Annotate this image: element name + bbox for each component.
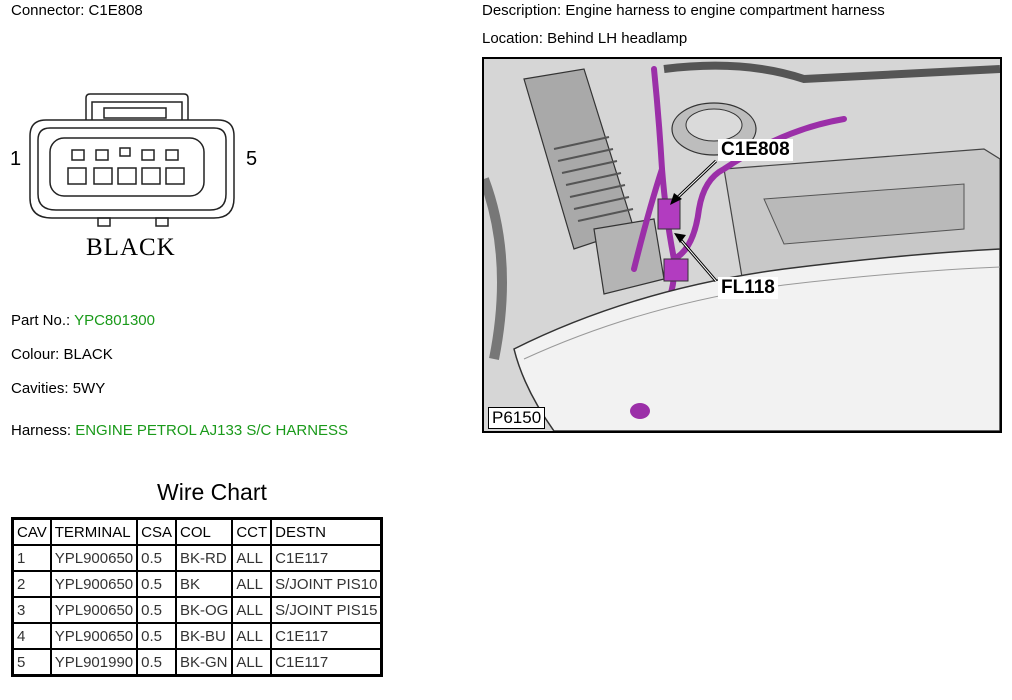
cell-cav: 2 [11,570,52,598]
cavities-label: Cavities: [11,380,69,397]
description-line: Description: Engine harness to engine co… [482,2,885,19]
cell-terminal: YPL901990 [49,648,139,677]
table-row: 5 YPL901990 0.5 BK-GN ALL C1E117 [11,648,383,677]
description-value: Engine harness to engine compartment har… [565,2,885,19]
callout-connector: C1E808 [718,139,793,161]
cell-col: BK-BU [174,622,234,650]
cell-destn: S/JOINT PIS10 [270,570,383,598]
pin-number-end: 5 [246,148,258,170]
table-row: 4 YPL900650 0.5 BK-BU ALL C1E117 [11,622,383,650]
connector-heading: Connector: C1E808 [11,2,143,19]
colour-value: BLACK [63,346,113,363]
cell-csa: 0.5 [136,622,177,650]
cell-csa: 0.5 [136,596,177,624]
header-csa: CSA [136,517,177,546]
cell-cav: 3 [11,596,52,624]
pin-number-start: 1 [10,148,22,170]
figure-code: P6150 [488,407,546,429]
cell-cav: 1 [11,544,52,572]
cavities-value: 5WY [72,380,106,397]
part-number-label: Part No.: [11,312,71,329]
colour-label: Colour: [11,346,60,363]
cell-destn: C1E117 [270,648,383,677]
table-row: 1 YPL900650 0.5 BK-RD ALL C1E117 [11,544,383,572]
part-number-line: Part No.: YPC801300 [11,312,155,329]
cavities-line: Cavities: 5WY [11,380,105,397]
table-row: 2 YPL900650 0.5 BK ALL S/JOINT PIS10 [11,570,383,598]
wire-chart-table: CAV TERMINAL CSA COL CCT DESTN 1 YPL9006… [11,517,384,677]
harness-link[interactable]: ENGINE PETROL AJ133 S/C HARNESS [75,422,349,439]
cell-cct: ALL [231,622,273,650]
header-cct: CCT [231,517,273,546]
location-line: Location: Behind LH headlamp [482,30,687,47]
cell-destn: C1E117 [270,544,383,572]
connector-label: Connector: [11,2,85,19]
cell-col: BK [174,570,234,598]
harness-label: Harness: [11,422,72,439]
cell-cct: ALL [231,596,273,624]
location-label: Location: [482,30,543,47]
callout-fuse-link: FL118 [718,277,778,299]
cell-csa: 0.5 [136,570,177,598]
cell-destn: S/JOINT PIS15 [270,596,383,624]
header-cav: CAV [11,517,52,546]
engine-bay-illustration [484,59,1000,431]
cell-terminal: YPL900650 [49,570,139,598]
connector-color-label: BLACK [86,234,176,261]
cell-destn: C1E117 [270,622,383,650]
colour-line: Colour: BLACK [11,346,113,363]
table-row: 3 YPL900650 0.5 BK-OG ALL S/JOINT PIS15 [11,596,383,624]
header-terminal: TERMINAL [49,517,139,546]
cell-cct: ALL [231,570,273,598]
cell-csa: 0.5 [136,648,177,677]
description-label: Description: [482,2,562,19]
wire-chart-title: Wire Chart [157,479,267,505]
cell-cav: 4 [11,622,52,650]
part-number-link[interactable]: YPC801300 [74,312,155,329]
cell-col: BK-RD [174,544,234,572]
connector-code: C1E808 [88,2,143,19]
cell-terminal: YPL900650 [49,622,139,650]
harness-line: Harness: ENGINE PETROL AJ133 S/C HARNESS [11,422,348,439]
cell-csa: 0.5 [136,544,177,572]
cell-cav: 5 [11,648,52,677]
cell-terminal: YPL900650 [49,544,139,572]
header-destn: DESTN [270,517,383,546]
location-value: Behind LH headlamp [547,30,688,47]
cell-terminal: YPL900650 [49,596,139,624]
cell-cct: ALL [231,544,273,572]
location-photo: C1E808 FL118 P6150 [482,57,1002,433]
header-col: COL [174,517,234,546]
cell-cct: ALL [231,648,273,677]
connector-face-diagram [29,93,235,227]
cell-col: BK-GN [174,648,234,677]
table-header-row: CAV TERMINAL CSA COL CCT DESTN [11,517,383,546]
cell-col: BK-OG [174,596,234,624]
